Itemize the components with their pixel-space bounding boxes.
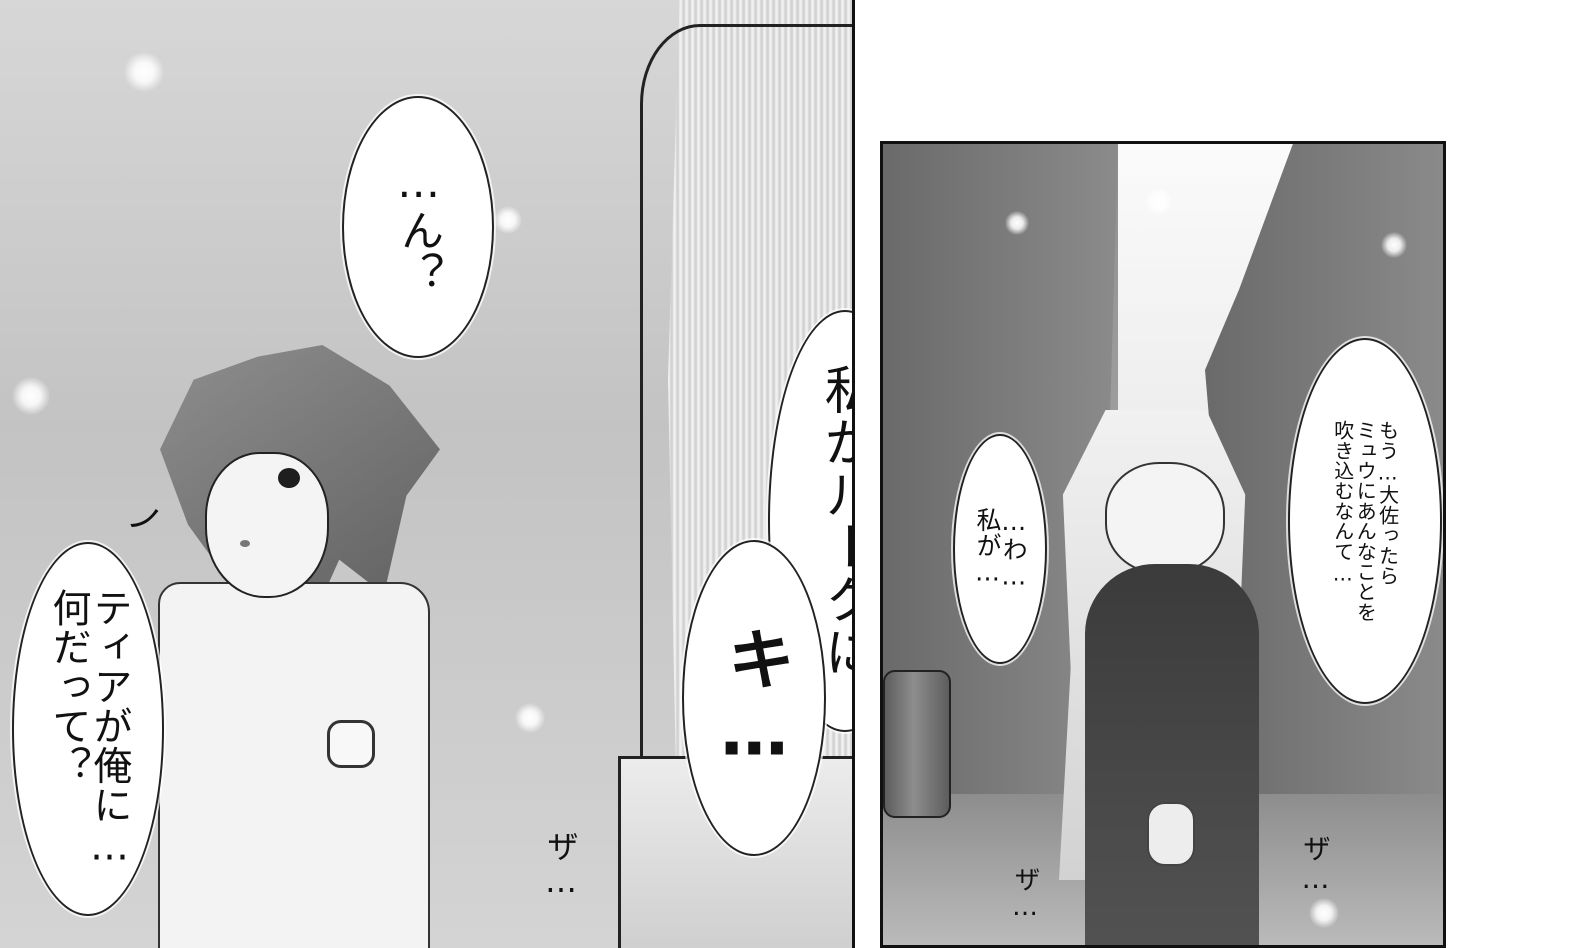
snowflake xyxy=(124,52,164,92)
barrel xyxy=(883,670,951,818)
snowflake xyxy=(1005,211,1029,235)
speech-bubble-n-question-text: …ん？ xyxy=(393,158,444,296)
sfx-za-left: ザ… xyxy=(542,830,580,900)
speech-bubble-watashi-luke-text: 私がルークに xyxy=(815,363,855,679)
speech-bubble-tear-what-text: ティアが俺に… 何だって？ xyxy=(46,588,132,870)
snowflake xyxy=(12,377,50,415)
luke-eye xyxy=(278,468,300,488)
sfx-za-right-2: ザ… xyxy=(1299,834,1332,895)
speech-bubble-wa-watashi-text: …わ… 私が… xyxy=(973,507,1029,591)
sfx-za-right-1: ザ… xyxy=(1010,866,1040,922)
luke-mouth xyxy=(240,540,250,547)
speech-bubble-n-question: …ん？ xyxy=(342,96,494,358)
snowflake xyxy=(1381,232,1407,258)
luke-arm-badge xyxy=(327,720,375,768)
left-panel: …ん？ ティアが俺に… 何だって？ ノ 私がルークに キ… ザ… xyxy=(0,0,855,948)
tear-body xyxy=(1085,564,1259,945)
speech-bubble-tear-what: ティアが俺に… 何だって？ xyxy=(12,542,164,916)
background-figure-outline xyxy=(640,24,852,948)
speech-bubble-mou-taisa-text: もう…大佐ったら ミュウにあんなことを 吹き込むなんて… xyxy=(1330,420,1400,622)
speech-bubble-wa-watashi: …わ… 私が… xyxy=(953,434,1047,664)
tear-face xyxy=(1105,462,1225,574)
speech-bubble-mou-taisa: もう…大佐ったら ミュウにあんなことを 吹き込むなんて… xyxy=(1288,338,1442,704)
tear-hands xyxy=(1147,802,1195,866)
luke-face xyxy=(205,452,329,598)
snowflake xyxy=(494,206,522,234)
snowflake xyxy=(515,703,545,733)
right-panel: …わ… 私が… もう…大佐ったら ミュウにあんなことを 吹き込むなんて… ザ… … xyxy=(880,141,1446,948)
speech-bubble-ki-text: キ… xyxy=(714,623,794,773)
luke-shirt xyxy=(158,582,430,948)
sfx-tension-mark: ノ xyxy=(117,494,167,540)
snowflake xyxy=(1145,188,1173,216)
snowflake xyxy=(1309,898,1339,928)
speech-bubble-ki: キ… xyxy=(682,540,826,856)
